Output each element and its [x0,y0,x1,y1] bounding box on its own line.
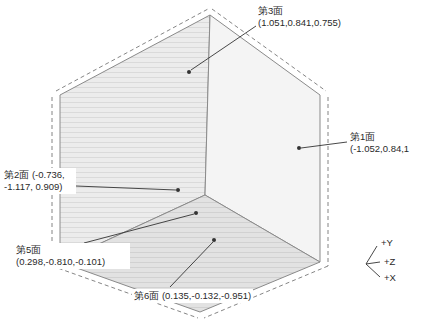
face-callout: 第1面 (-1.052,0.84,1 [348,130,422,156]
face-callout: 第3面 (1.051,0.841,0.755) [256,4,368,30]
axis-label: +Z [382,255,397,269]
face-callout: 第5面 (0.298,-0.810,-0.101) [14,243,130,269]
axis-label: +X [382,271,398,285]
axis-label: +Y [379,236,395,250]
face-callout: 第6面 (0.135,-0.132,-0.951) [132,289,253,303]
axes-symbol [366,246,380,277]
leader-dots [176,70,301,242]
face-callout: 第2面 (-0.736, -1.117, 0.909) [2,168,76,194]
dashed-edges [52,9,328,318]
